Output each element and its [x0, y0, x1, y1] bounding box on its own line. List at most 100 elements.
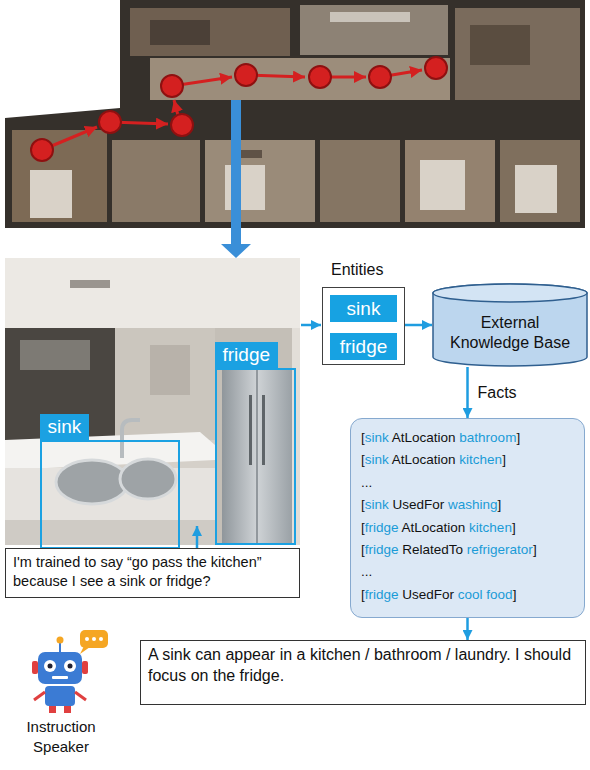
node-text: fridge [340, 336, 388, 358]
fact-part: ] [502, 452, 506, 467]
kitchen-photo [222, 370, 292, 545]
conclusion-box: A sink can appear in a kitchen / bathroo… [140, 640, 586, 705]
floor-plan [515, 165, 557, 213]
fact-part: kitchen [469, 520, 512, 535]
robot-icon [92, 637, 96, 641]
trajectory [425, 57, 447, 79]
fact-part: ] [512, 520, 516, 535]
edge-label: Facts [478, 384, 517, 402]
robot-icon [48, 664, 53, 669]
fact-part: bathroom [459, 430, 516, 445]
group-heading: Entities [331, 261, 383, 279]
trajectory [309, 66, 331, 88]
cylinder-top [433, 284, 587, 302]
detection-box: sink [40, 440, 180, 549]
kitchen-photo [292, 328, 300, 545]
floor-plan [420, 160, 465, 210]
fact-line: [fridge RelatedTo refrigerator] [361, 539, 574, 561]
kitchen-photo [249, 395, 252, 465]
fact-part: ] [516, 430, 520, 445]
kitchen-photo [20, 340, 90, 370]
fact-part: [ [361, 452, 365, 467]
trajectory [235, 64, 257, 86]
speech-box: I'm trained to say “go pass the kitchen”… [5, 548, 300, 598]
fact-part: [ [361, 430, 365, 445]
kitchen-photo [5, 258, 300, 545]
kitchen-photo [56, 460, 128, 504]
robot-icon [85, 637, 89, 641]
floor-plan [130, 8, 290, 56]
robot-icon [44, 660, 56, 672]
fact-part: washing [448, 497, 498, 512]
facts-box: [sink AtLocation bathroom][sink AtLocati… [350, 418, 585, 618]
floor-plan [320, 140, 400, 222]
pointer-arrow [196, 526, 199, 548]
entity-tag: sink [330, 295, 397, 322]
robot-icon [64, 660, 76, 672]
kitchen-photo [70, 280, 110, 288]
floor-plan [112, 140, 200, 222]
floor-plan [150, 20, 210, 45]
fact-line: [sink UsedFor washing] [361, 494, 574, 516]
fact-part: ] [498, 497, 502, 512]
fact-part: AtLocation [389, 452, 460, 467]
down-arrow [221, 100, 251, 258]
floor-plan [500, 140, 580, 222]
fact-line: [fridge UsedFor cool food] [361, 584, 574, 606]
detection-box: fridge [215, 368, 296, 545]
fact-part: AtLocation [389, 430, 460, 445]
kitchen-photo [215, 328, 300, 545]
fact-line: [fridge AtLocation kitchen] [361, 517, 574, 539]
kitchen-photo [5, 520, 215, 545]
node-text: I'm trained to say “go pass the kitchen”… [13, 553, 292, 591]
floor-plan [330, 12, 410, 22]
kitchen-photo [150, 345, 190, 395]
fact-part: ] [533, 542, 537, 557]
pointer-arrow [197, 325, 321, 548]
fact-line: ... [361, 472, 574, 494]
robot-icon [64, 706, 71, 713]
kitchen-photo [5, 328, 115, 440]
fact-part: sink [365, 497, 389, 512]
trajectory [161, 75, 183, 97]
robot-icon [80, 630, 108, 648]
robot-icon [34, 692, 45, 700]
fact-part: cool food [458, 587, 513, 602]
robot-icon [82, 661, 88, 674]
trajectory [369, 66, 391, 88]
kitchen-photo [120, 459, 176, 499]
object-tag: sink [40, 414, 90, 440]
fact-line: [sink AtLocation bathroom] [361, 427, 574, 449]
robot-icon [32, 630, 108, 713]
robot-icon [32, 661, 38, 674]
floor-plan [405, 140, 495, 222]
fact-line: ... [361, 561, 574, 583]
robot-icon [45, 686, 75, 706]
robot-icon [68, 664, 73, 669]
down-arrow [221, 244, 251, 258]
fact-part: AtLocation [399, 520, 470, 535]
fact-part: kitchen [459, 452, 502, 467]
floor-plan [30, 170, 72, 218]
robot-icon [38, 652, 82, 684]
floor-plan [300, 5, 448, 55]
fact-line: [sink AtLocation kitchen] [361, 449, 574, 471]
kitchen-photo [115, 328, 215, 440]
knowledge-base-cylinder: External Knowledge Base [432, 283, 588, 367]
kitchen-photo [5, 258, 300, 328]
trajectory [99, 111, 121, 133]
fact-part: UsedFor [399, 587, 458, 602]
floor-plan [470, 25, 530, 65]
robot-icon [49, 706, 56, 713]
fact-part: RelatedTo [399, 542, 467, 557]
node-text: A sink can appear in a kitchen / bathroo… [148, 645, 578, 687]
floor-plan [455, 8, 580, 100]
fact-part: UsedFor [389, 497, 448, 512]
floor-plan [5, 0, 585, 228]
robot-icon [52, 676, 68, 679]
fact-part: sink [365, 430, 389, 445]
node-text: sink [347, 298, 381, 320]
cylinder-body [433, 284, 587, 366]
fact-part: fridge [365, 542, 399, 557]
